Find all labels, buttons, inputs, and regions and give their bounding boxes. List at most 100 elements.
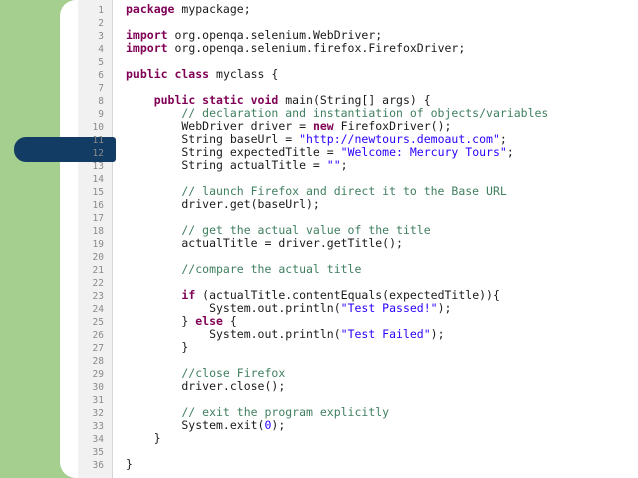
code-line: 11 String baseUrl = "http://newtours.dem… — [78, 132, 638, 147]
code-text: if (actualTitle.contentEquals(expectedTi… — [126, 289, 500, 302]
code-token: (actualTitle.contentEquals(expectedTitle… — [195, 288, 500, 302]
code-line: 32 // exit the program explicitly — [78, 406, 638, 420]
code-text: driver.get(baseUrl); — [126, 198, 320, 211]
code-text: //compare the actual title — [126, 263, 361, 276]
string-token: "Test Failed" — [340, 327, 431, 341]
code-line: 34 } — [78, 431, 638, 446]
line-number: 5 — [98, 57, 104, 68]
line-number: 27 — [92, 343, 104, 354]
code-text: import org.openqa.selenium.WebDriver; — [126, 29, 382, 42]
code-text: String baseUrl = "http://newtours.demoau… — [126, 132, 507, 146]
code-line: 20 — [78, 250, 638, 263]
code-token: FirefoxDriver(); — [333, 119, 452, 133]
code-token: driver.close(); — [126, 379, 286, 393]
code-token: } — [126, 431, 161, 445]
comment-token: // launch Firefox and direct it to the B… — [126, 184, 507, 198]
line-number: 26 — [92, 330, 104, 341]
line-number: 7 — [98, 83, 104, 94]
line-number: 3 — [98, 31, 104, 42]
code-line: 17 — [78, 211, 638, 224]
code-token: ); — [271, 418, 286, 432]
code-token: System.out.println( — [126, 327, 341, 341]
keyword-token: new — [312, 119, 334, 133]
code-line: 1 package mypackage; — [78, 3, 638, 17]
line-number: 35 — [92, 447, 104, 458]
code-token: mypackage; — [174, 2, 251, 16]
code-line: 15 // launch Firefox and direct it to th… — [78, 184, 638, 199]
code-token — [126, 93, 154, 107]
line-number: 29 — [92, 369, 104, 380]
line-number: 14 — [92, 174, 104, 185]
code-line: 5 — [78, 55, 638, 68]
code-line: 19 actualTitle = driver.getTitle(); — [78, 237, 638, 251]
code-line: 30 driver.close(); — [78, 379, 638, 394]
code-text: System.out.println("Test Failed"); — [126, 327, 444, 341]
code-token: main(String[] args) { — [278, 93, 431, 107]
code-token: } — [126, 340, 189, 354]
comment-token: //compare the actual title — [126, 262, 362, 276]
code-token: ; — [340, 158, 348, 172]
code-token: String expectedTitle = — [126, 145, 341, 159]
code-text: // exit the program explicitly — [126, 406, 389, 419]
code-editor: 1 package mypackage; 2 3 import org.openqa.s… — [78, 3, 638, 472]
line-number-gutter — [78, 0, 113, 478]
code-line: 2 — [78, 16, 638, 29]
line-number: 24 — [92, 304, 104, 315]
code-token: myclass { — [209, 67, 279, 81]
code-line: 27 } — [78, 341, 638, 355]
line-number: 13 — [92, 161, 104, 172]
line-number: 30 — [92, 382, 104, 393]
keyword-token: import — [126, 41, 168, 55]
code-line: 26 System.out.println("Test Failed"); — [78, 327, 638, 342]
code-token: { — [222, 314, 237, 328]
line-number: 22 — [92, 278, 104, 289]
code-text: System.exit(0); — [126, 419, 285, 432]
code-text: } else { — [126, 314, 237, 328]
code-line: 12 String expectedTitle = "Welcome: Merc… — [78, 145, 638, 160]
line-number: 28 — [92, 356, 104, 367]
line-number: 33 — [92, 421, 104, 432]
string-token: "" — [326, 158, 341, 172]
code-line: 31 — [78, 393, 638, 406]
line-number: 11 — [92, 135, 104, 146]
code-line: 3 import org.openqa.selenium.WebDriver; — [78, 29, 638, 43]
code-line: 8 public static void main(String[] args)… — [78, 94, 638, 108]
code-token: } — [126, 314, 196, 328]
keyword-token: public class — [126, 67, 210, 81]
line-number: 15 — [92, 187, 104, 198]
code-token: ); — [437, 301, 452, 315]
line-number: 2 — [98, 18, 104, 29]
code-line: 24 System.out.println("Test Passed!"); — [78, 301, 638, 316]
code-token — [126, 288, 181, 302]
code-line: 29 //close Firefox — [78, 367, 638, 381]
code-token: ; — [506, 145, 514, 159]
line-number: 34 — [92, 434, 104, 445]
comment-token: // declaration and instantiation of obje… — [126, 106, 549, 120]
code-text: } — [126, 458, 133, 471]
blue-accent-tab — [14, 137, 116, 162]
line-number: 1 — [98, 5, 104, 16]
string-token: "Welcome: Mercury Tours" — [340, 145, 507, 159]
slide-content-area — [60, 0, 638, 478]
code-line: 23 if (actualTitle.contentEquals(expecte… — [78, 289, 638, 303]
line-number: 36 — [92, 460, 104, 471]
string-token: "http://newtours.demoaut.com" — [299, 132, 500, 146]
code-text: package mypackage; — [126, 3, 251, 16]
code-token: ; — [499, 132, 507, 146]
code-line: 13 String actualTitle = ""; — [78, 158, 638, 173]
line-number: 17 — [92, 213, 104, 224]
line-number: 25 — [92, 317, 104, 328]
code-token: String actualTitle = — [126, 158, 327, 172]
line-number: 8 — [98, 96, 104, 107]
code-line: 7 — [78, 81, 638, 94]
code-text: public static void main(String[] args) { — [126, 94, 431, 107]
comment-token: // get the actual value of the title — [126, 223, 431, 237]
code-line: 22 — [78, 276, 638, 289]
code-text: WebDriver driver = new FirefoxDriver(); — [126, 120, 451, 133]
code-token: WebDriver driver = — [126, 119, 313, 133]
code-text: } — [126, 341, 188, 354]
line-number: 18 — [92, 226, 104, 237]
code-line: 9 // declaration and instantiation of ob… — [78, 106, 638, 121]
code-token: System.out.println( — [126, 301, 341, 315]
